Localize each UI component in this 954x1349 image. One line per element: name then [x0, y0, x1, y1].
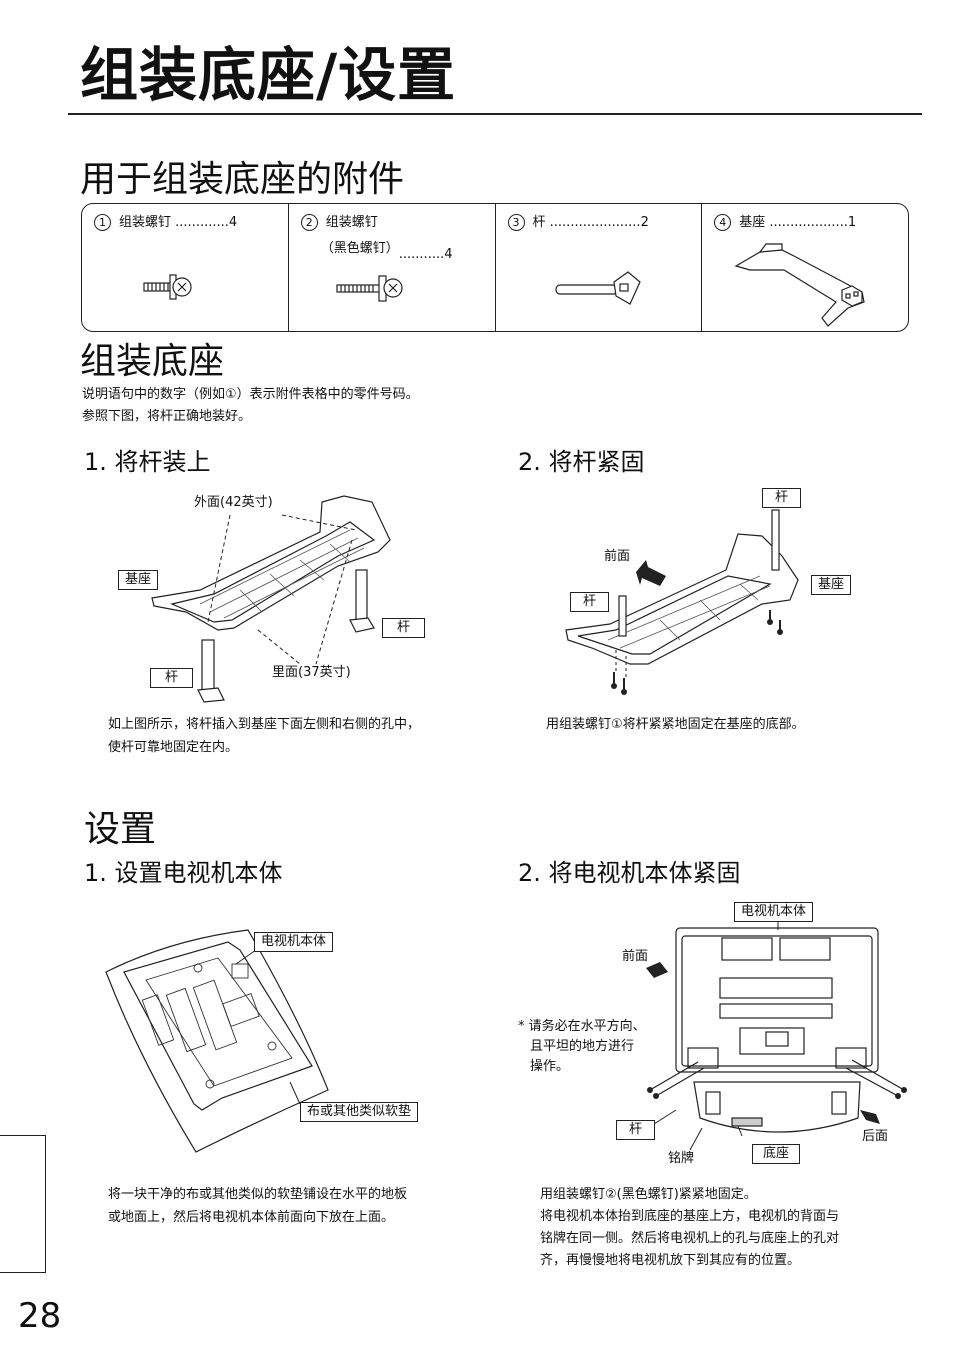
setup1-text-1: 将一块干净的布或其他类似的软垫铺设在水平的地板 — [108, 1187, 408, 1202]
accessory-cell-4: 4 基座 ...................1 — [702, 204, 908, 331]
step-attach-rod-title: 1. 将杆装上 — [84, 448, 211, 476]
item-name: 组装螺钉 — [325, 215, 378, 230]
screw-illustration — [143, 274, 192, 300]
accessories-table: 1 组装螺钉 .............4 2 组装螺钉 （黑色螺钉）.......… — [81, 203, 909, 332]
front-label-2: 前面 — [622, 949, 649, 964]
step1-text-1: 如上图所示，将杆插入到基座下面左侧和右侧的孔中， — [108, 717, 421, 732]
item-name: 组装螺钉 — [119, 215, 172, 230]
rod-illustration — [554, 271, 641, 305]
rod-label-left: 杆 — [150, 668, 194, 688]
rod-label-left-2: 杆 — [570, 592, 610, 612]
item-number-4: 4 — [714, 214, 732, 231]
title-divider — [68, 113, 922, 115]
setup1-text-2: 或地面上，然后将电视机本体前面向下放在上面。 — [108, 1210, 395, 1225]
front-label: 前面 — [604, 549, 631, 564]
assembly-intro-1: 说明语句中的数字（例如①）表示附件表格中的零件号码。 — [82, 387, 419, 402]
base-label-2: 基座 — [811, 575, 852, 595]
setup2-text-3: 铭牌在同一侧。然后将电视机上的孔与底座上的孔对 — [540, 1231, 840, 1246]
base-illustration — [734, 243, 865, 327]
base-label: 基座 — [118, 570, 159, 590]
item-number-3: 3 — [507, 214, 525, 231]
page-title: 组装底座/设置 — [80, 41, 457, 109]
item-qty: .............4 — [175, 215, 238, 230]
black-screw-illustration — [336, 275, 403, 302]
step1-text-2: 使杆可靠地固定在内。 — [108, 740, 239, 755]
accessory-cell-2: 2 组装螺钉 （黑色螺钉）...........4 — [289, 204, 496, 331]
accessories-heading: 用于组装底座的附件 — [80, 159, 405, 200]
section-tab — [0, 1135, 46, 1273]
item-qty: ...........4 — [398, 247, 453, 262]
note-line-1: * 请务必在水平方向、 — [518, 1019, 646, 1034]
note-line-3: 操作。 — [530, 1059, 570, 1074]
cloth-label: 布或其他类似软垫 — [300, 1102, 419, 1122]
inner-37-label: 里面(37英寸) — [272, 665, 351, 680]
setup2-text-1: 用组装螺钉②(黑色螺钉)紧紧地固定。 — [540, 1187, 757, 1202]
step2-text: 用组装螺钉①将杆紧紧地固定在基座的底部。 — [546, 717, 805, 732]
item-sub: （黑色螺钉） — [320, 241, 399, 256]
setup2-text-4: 齐，再慢慢地将电视机放下到其应有的位置。 — [540, 1253, 801, 1268]
page-number: 28 — [18, 1296, 62, 1336]
item-number-2: 2 — [300, 214, 318, 231]
setup-heading: 设置 — [84, 809, 157, 850]
stand-label: 底座 — [752, 1144, 801, 1164]
item-qty: ......................2 — [549, 215, 649, 230]
item-name: 杆 — [532, 215, 546, 230]
step-place-tv-title: 1. 设置电视机本体 — [84, 859, 283, 887]
assembly-heading: 组装底座 — [80, 341, 225, 382]
setup2-text-2: 将电视机本体抬到底座的基座上方，电视机的背面与 — [540, 1209, 840, 1224]
tv-body-label-2: 电视机本体 — [734, 902, 814, 922]
tv-body-label: 电视机本体 — [254, 932, 334, 952]
rod-label-top: 杆 — [762, 488, 802, 508]
back-label: 后面 — [862, 1129, 889, 1144]
nameplate-label: 铭牌 — [668, 1151, 695, 1166]
outer-42-label: 外面(42英寸) — [194, 495, 273, 510]
item-name: 基座 — [739, 215, 766, 230]
item-number-1: 1 — [94, 214, 111, 231]
step-fasten-tv-title: 2. 将电视机本体紧固 — [518, 859, 741, 887]
note-line-2: 且平坦的地方进行 — [530, 1039, 635, 1054]
rod-label-right: 杆 — [382, 618, 426, 638]
item-qty: ...................1 — [769, 215, 857, 230]
step-fasten-rod-title: 2. 将杆紧固 — [518, 448, 645, 476]
accessory-cell-1: 1 组装螺钉 .............4 — [82, 204, 289, 331]
assembly-intro-2: 参照下图，将杆正确地装好。 — [82, 409, 252, 424]
rod-label-3: 杆 — [616, 1120, 656, 1140]
